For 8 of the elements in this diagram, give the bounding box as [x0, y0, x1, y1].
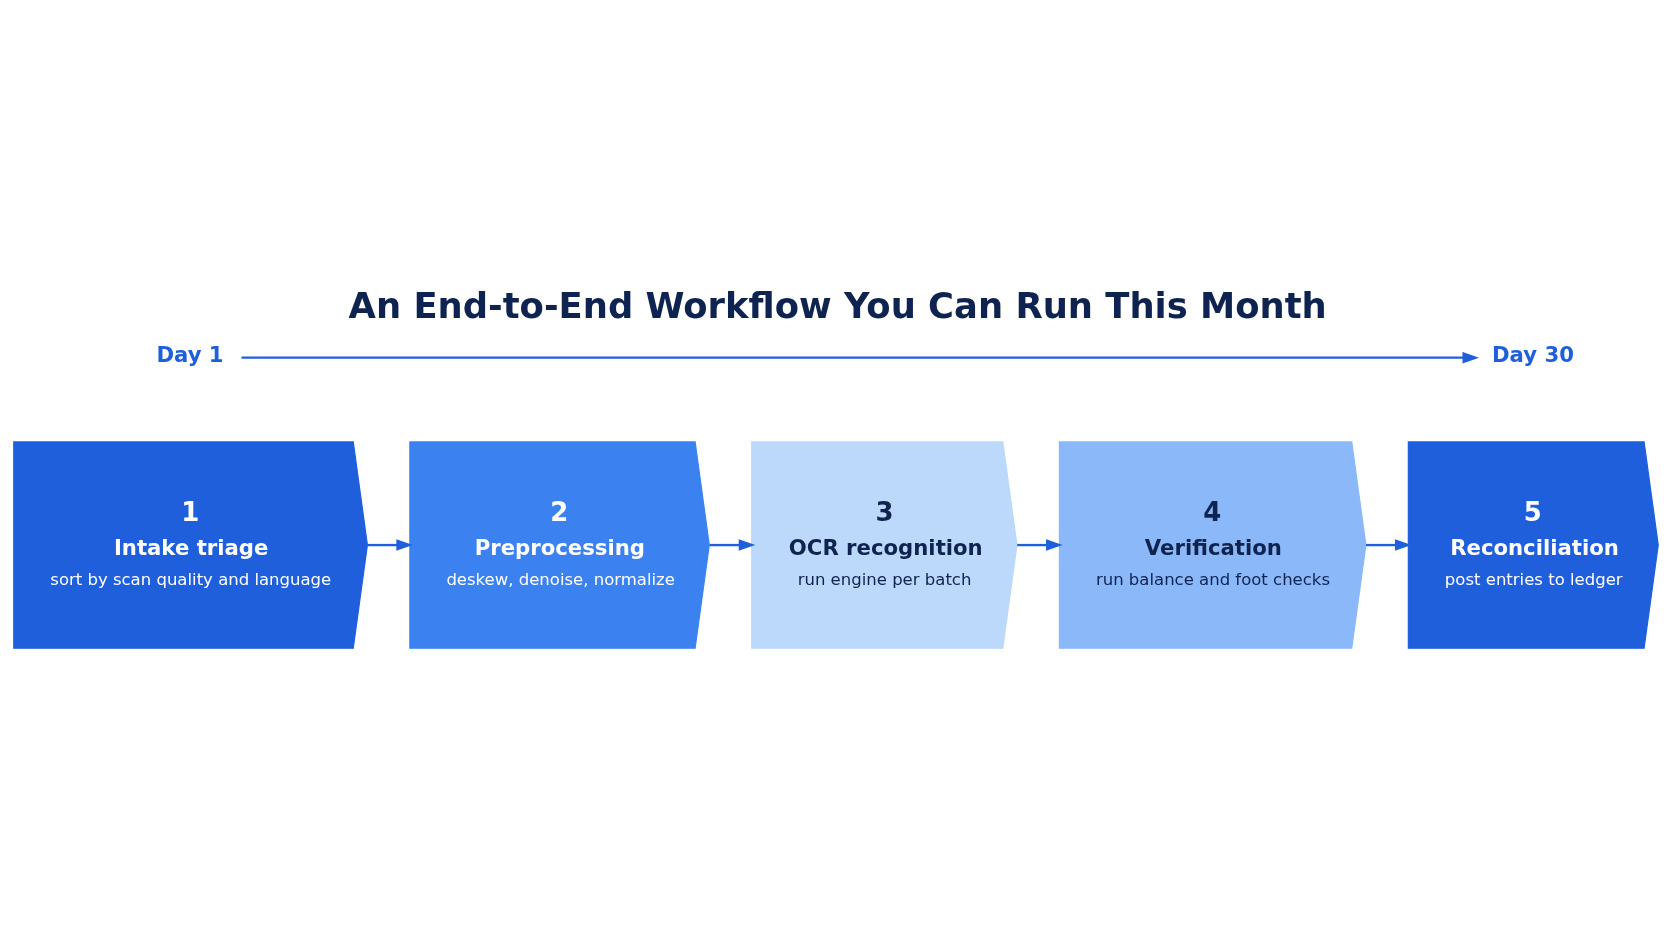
node-text: Day 30: [1492, 341, 1574, 367]
diagram-title: An End-to-End Workflow You Can Run This Month: [348, 284, 1327, 326]
arrow: [241, 351, 1480, 364]
arrow: [709, 539, 756, 551]
node-text: Day 1: [156, 341, 224, 367]
arrow: [1366, 539, 1412, 551]
arrow: [1017, 539, 1063, 551]
arrow: [367, 539, 413, 551]
